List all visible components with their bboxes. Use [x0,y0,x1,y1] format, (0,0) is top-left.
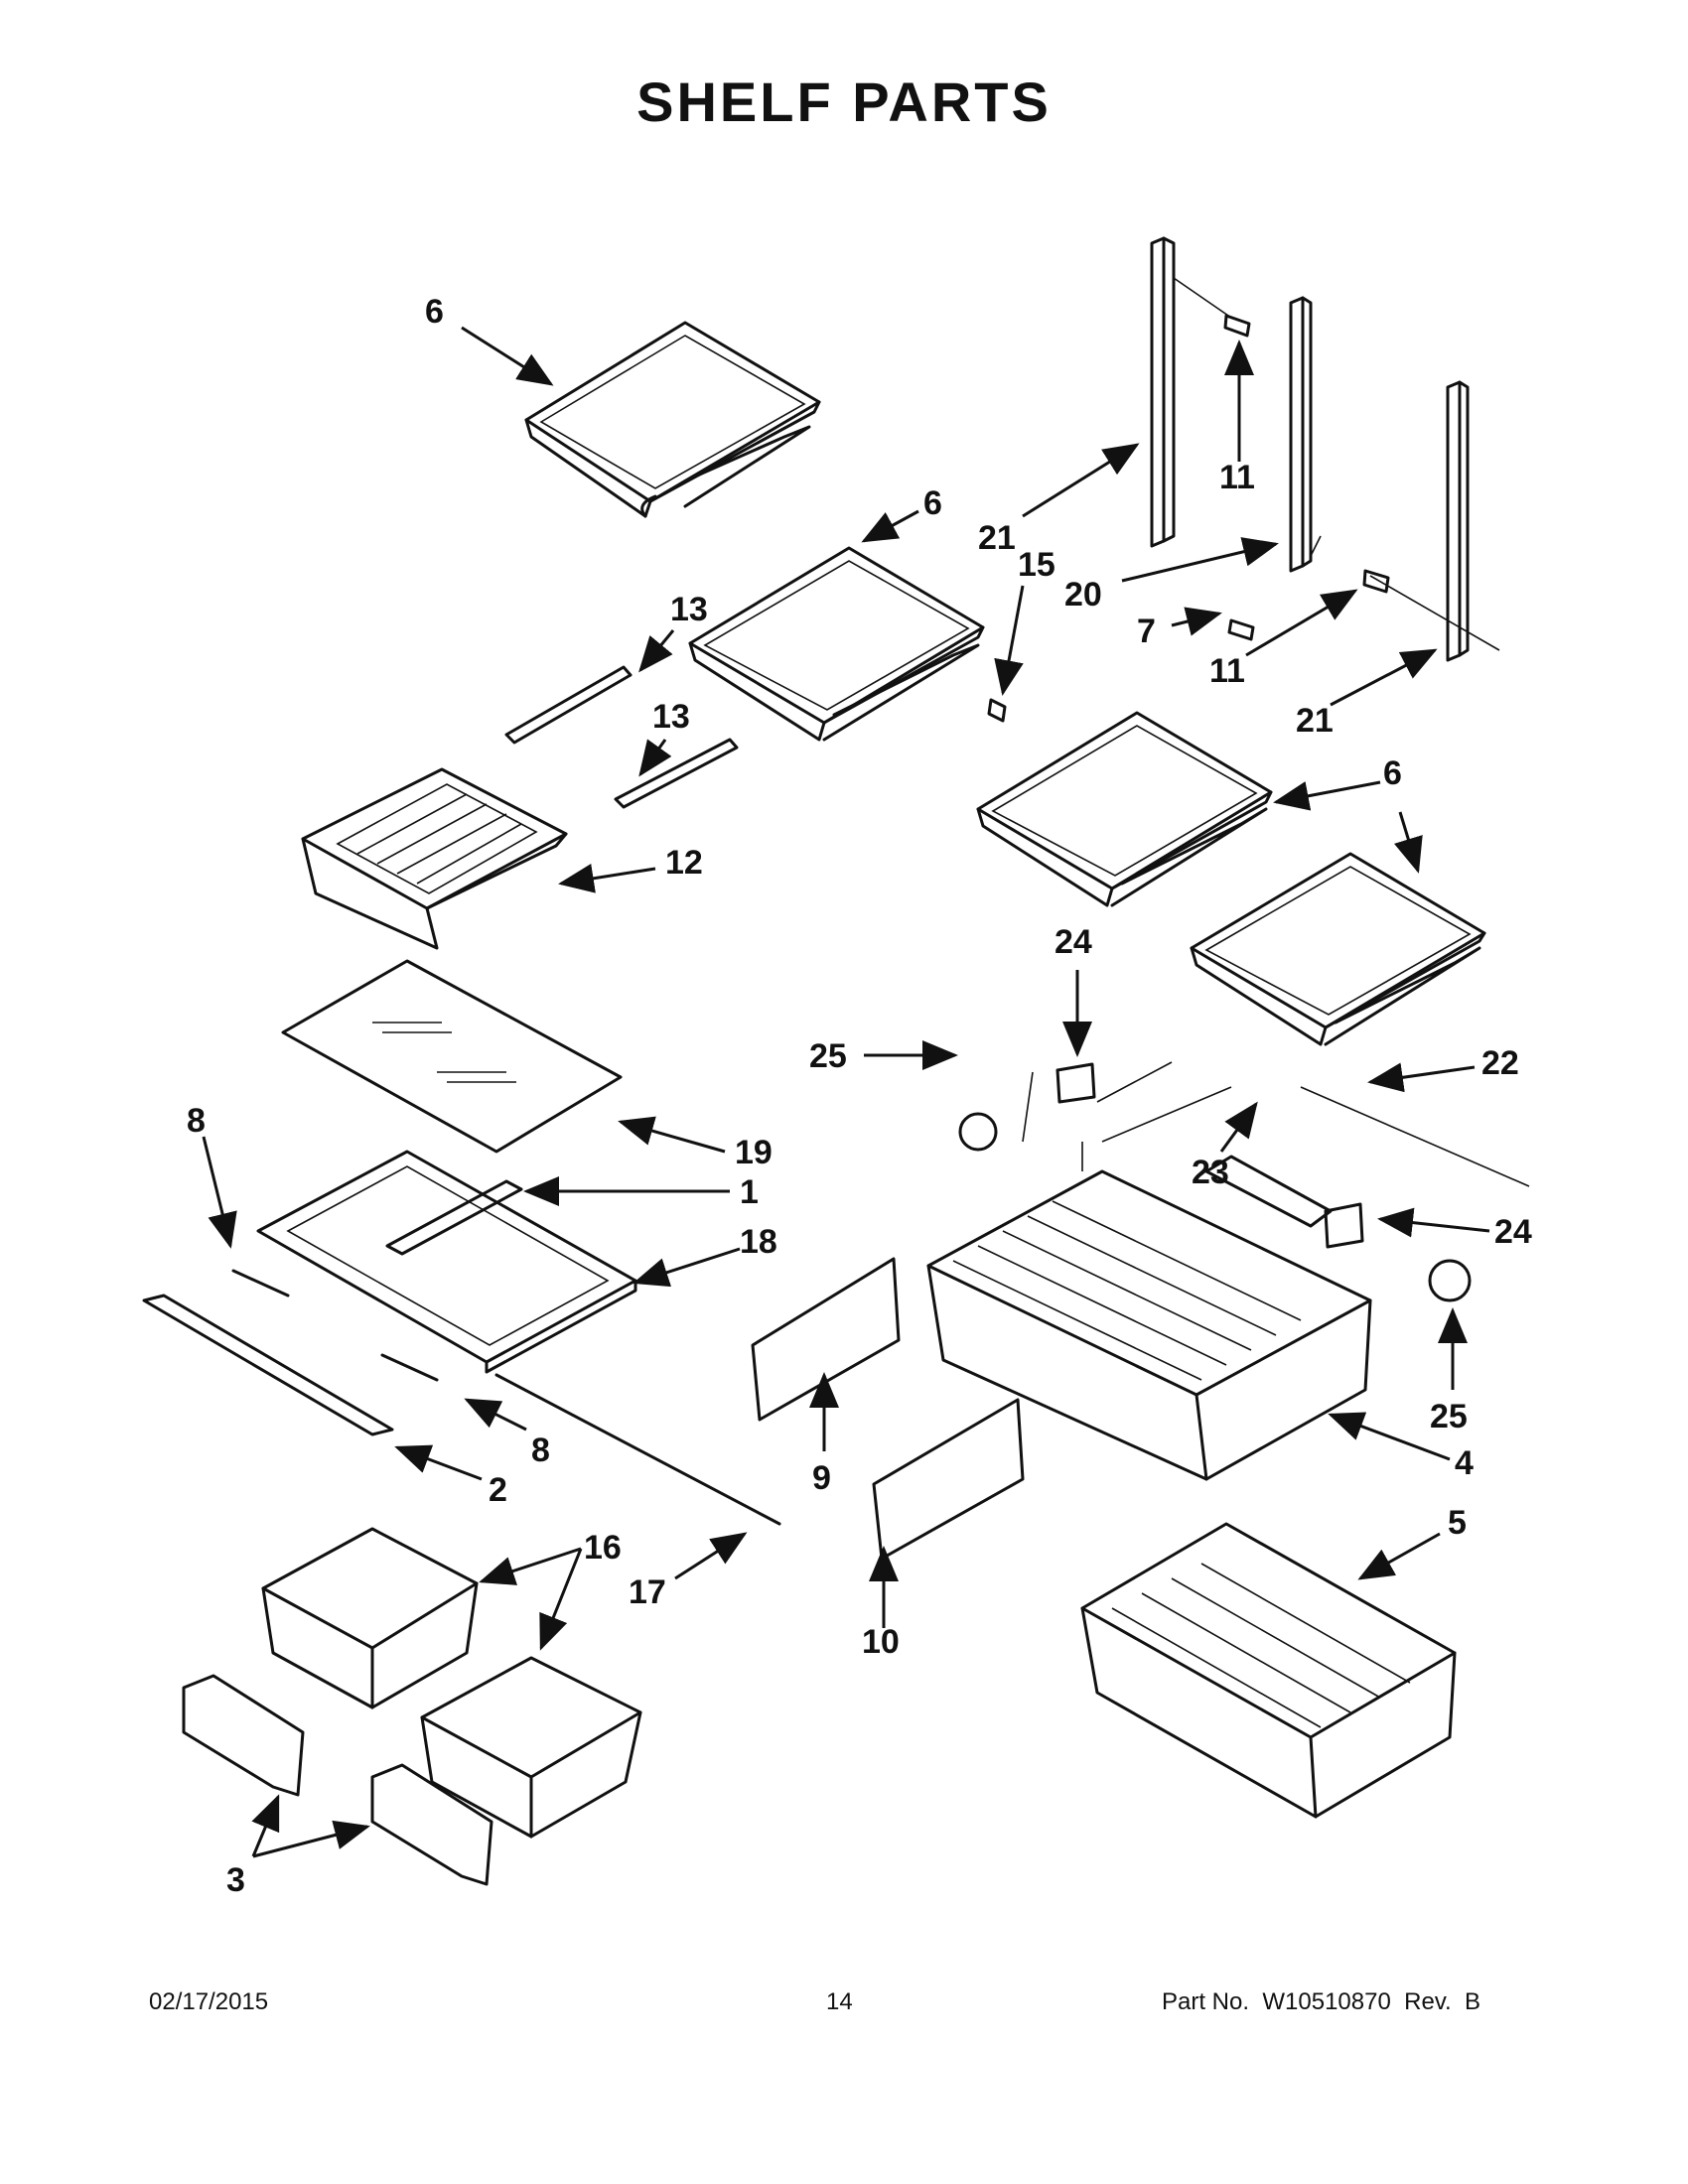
footer-page-number: 14 [826,1988,853,2015]
screw-parts [987,314,1390,723]
callout-24: 24 [1055,923,1092,961]
shelf-part-6-middle [688,546,985,742]
callout-5: 5 [1448,1504,1467,1542]
footer-date: 02/17/2015 [149,1988,269,2015]
basket-5 [1080,1522,1457,1819]
callout-19: 19 [735,1134,773,1171]
callout-17: 17 [629,1573,666,1611]
bin-handles-3 [182,1674,493,1886]
callout-2: 2 [489,1471,507,1509]
callout-21: 21 [1296,702,1334,740]
callout-7: 7 [1137,613,1156,650]
callout-4: 4 [1455,1444,1474,1482]
callout-25: 25 [1430,1398,1468,1435]
callout-10: 10 [862,1623,900,1661]
callout-8: 8 [531,1432,550,1469]
basket-divider-9 [751,1257,901,1422]
shelf-rails-21-20 [1150,236,1500,662]
callout-22: 22 [1481,1044,1519,1082]
crisper-slides-13 [504,665,739,809]
callout-labels: 6 6 11 21 15 20 7 11 21 13 13 12 6 24 25… [187,293,1532,1899]
callout-11: 11 [1219,459,1255,496]
shelf-divider-1 [385,1179,523,1256]
callout-6: 6 [1383,754,1402,792]
callout-21: 21 [978,519,1016,557]
callout-18: 18 [740,1223,777,1261]
callout-6: 6 [923,484,942,522]
shelf-frame-18 [256,1150,637,1374]
basket-brackets-24-25 [958,1061,1530,1302]
callout-24: 24 [1494,1213,1532,1251]
basket-divider-10 [872,1398,1025,1561]
freezer-basket-4 [926,1169,1372,1481]
callout-9: 9 [812,1459,831,1497]
shelf-part-6-right-lower [1190,852,1486,1046]
callout-23: 23 [1192,1154,1229,1191]
shelf-part-6-right-upper [976,711,1273,907]
crisper-drawer-12 [301,767,568,950]
glass-shelf-19 [281,959,623,1154]
callout-3: 3 [226,1861,245,1899]
callout-13: 13 [652,698,690,736]
callout-16: 16 [584,1529,622,1567]
callout-13: 13 [670,591,708,628]
door-bins-16 [261,1527,642,1839]
callout-20: 20 [1064,576,1102,614]
callout-12: 12 [665,844,703,882]
callout-leaders [202,326,1490,1858]
callout-8: 8 [187,1102,206,1140]
callout-25: 25 [809,1037,847,1075]
footer-part-number: Part No. W10510870 Rev. B [1162,1988,1481,2015]
callout-15: 15 [1018,546,1055,584]
page-title: SHELF PARTS [636,70,1052,133]
trim-pieces-8-2-17 [142,1269,781,1526]
callout-1: 1 [740,1173,759,1211]
callout-6: 6 [425,293,444,331]
callout-11: 11 [1209,652,1245,690]
shelf-part-6-top [524,321,821,518]
